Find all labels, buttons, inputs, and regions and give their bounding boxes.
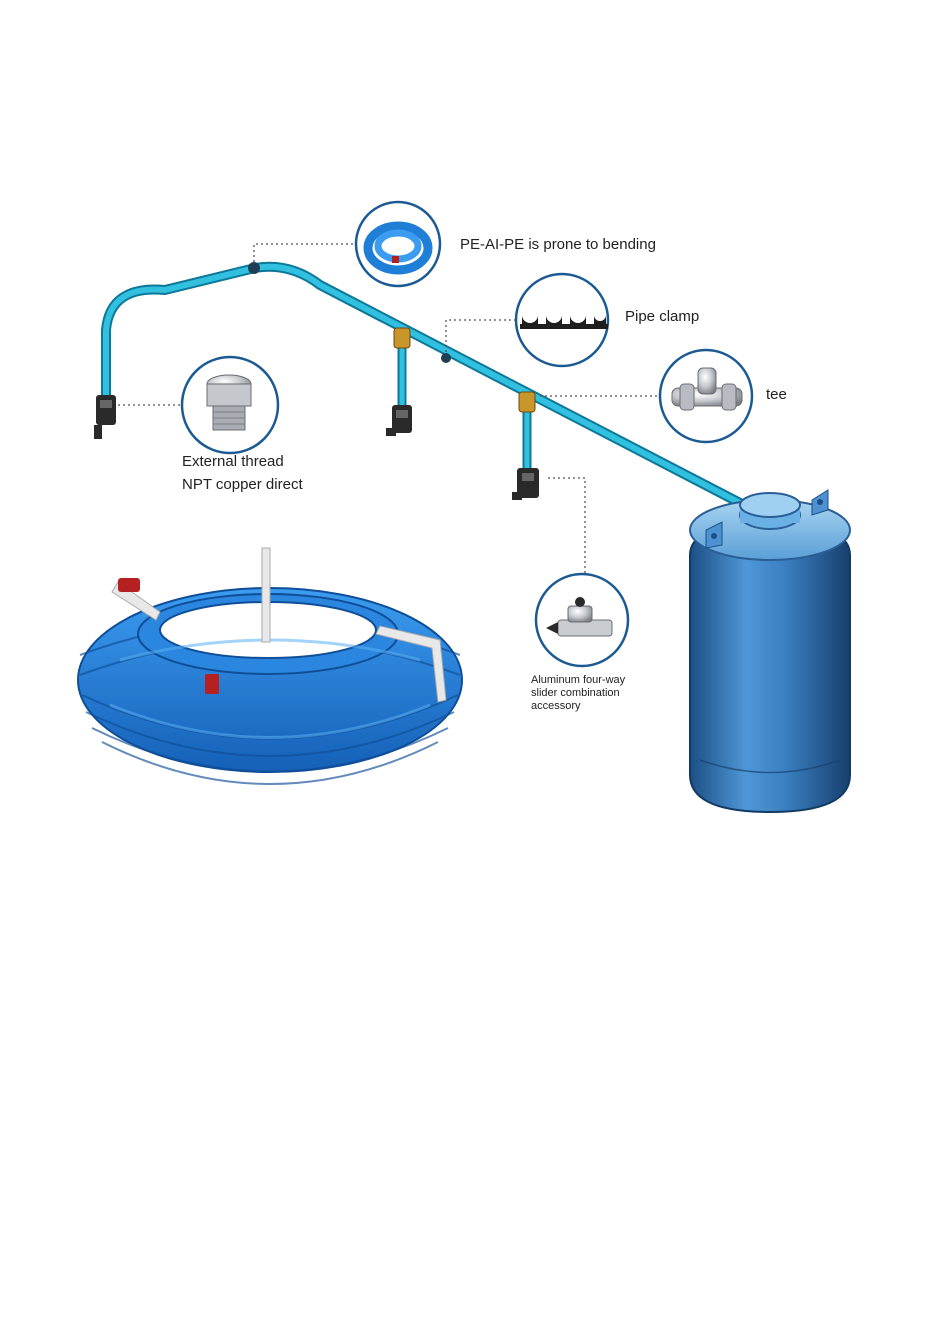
hose-tape-red-1 [118, 578, 140, 592]
pipe-joint-top [248, 262, 260, 274]
label-pipe-clamp: Pipe clamp [625, 308, 699, 325]
callout-pipe-clamp [516, 274, 608, 366]
callout-aluminum-slider [536, 574, 628, 666]
label-aluminum-slider-line3: accessory [531, 699, 581, 713]
label-tee: tee [766, 386, 787, 403]
label-pe-al-pe-bending: PE-AI-PE is prone to bending [460, 236, 656, 253]
coiled-hose [78, 548, 462, 784]
outlet-valve-right [512, 468, 539, 500]
outlet-valve-left [94, 395, 116, 439]
pipe-clamp-marker [441, 353, 451, 363]
hose-tape-red-2 [205, 674, 219, 694]
outlet-valve-middle [386, 405, 412, 436]
label-external-thread-line1: External thread [182, 453, 284, 470]
tee-fitting-1 [394, 328, 410, 348]
label-aluminum-slider-line2: slider combination [531, 686, 620, 700]
label-external-thread-line2: NPT copper direct [182, 476, 303, 493]
callout-external-thread [182, 357, 278, 453]
label-aluminum-slider-line1: Aluminum four-way [531, 673, 625, 687]
hose-strap-top [262, 548, 270, 642]
tee-fitting-2 [519, 392, 535, 412]
callout-tee [660, 350, 752, 442]
air-tank [690, 490, 850, 812]
callout-bending-pipe [356, 202, 440, 286]
